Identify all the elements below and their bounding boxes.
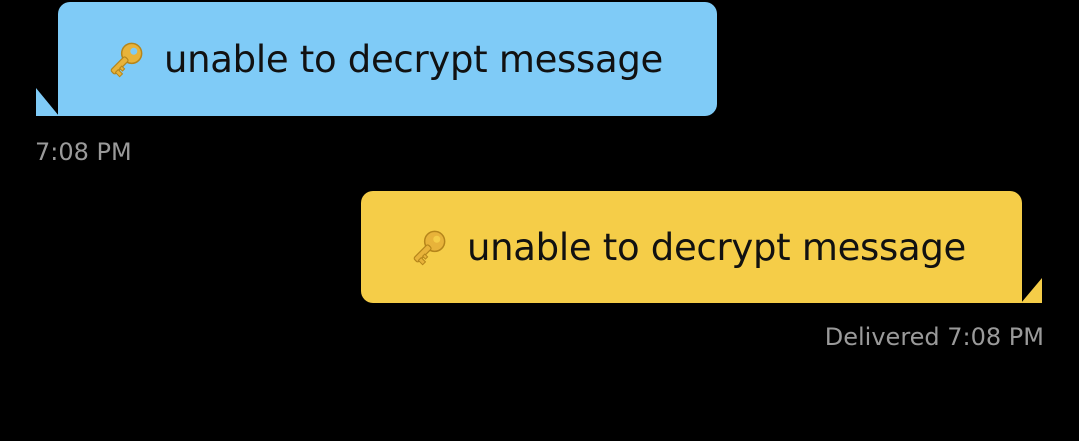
delivery-status-timestamp: Delivered 7:08 PM bbox=[824, 323, 1044, 351]
incoming-message-bubble[interactable]: unable to decrypt message bbox=[58, 2, 717, 116]
outgoing-bubble-tail bbox=[1021, 278, 1042, 303]
message-text: unable to decrypt message bbox=[164, 37, 664, 81]
outgoing-message-bubble[interactable]: unable to decrypt message bbox=[361, 191, 1022, 303]
message-text: unable to decrypt message bbox=[467, 225, 967, 269]
key-icon bbox=[102, 35, 150, 83]
incoming-bubble-tail bbox=[36, 88, 59, 116]
key-icon bbox=[405, 223, 453, 271]
message-timestamp: 7:08 PM bbox=[35, 138, 132, 166]
